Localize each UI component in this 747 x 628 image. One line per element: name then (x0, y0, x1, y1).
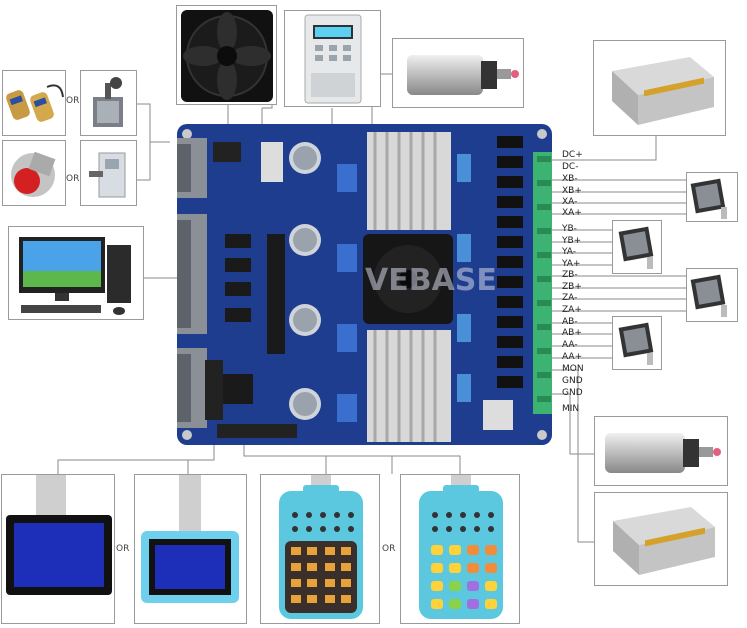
lcd-dark-box (1, 474, 115, 624)
pin-label: GND (562, 376, 583, 386)
spindle-bottom-box (594, 416, 728, 486)
stepper-motor-icon (690, 274, 727, 317)
inverter-box (284, 10, 381, 107)
stepper-motor-icon (618, 226, 654, 269)
limit-switch-box (80, 70, 137, 136)
lcd-display-icon (6, 475, 112, 595)
power-supply-icon (612, 57, 714, 125)
pin-label: XB+ (562, 186, 582, 196)
pendant-yellow-box (400, 474, 520, 624)
fan-icon (181, 10, 273, 102)
proximity-sensor-icon (6, 84, 64, 122)
stepper-motor-icon (690, 178, 727, 219)
sensor-switch-box (80, 140, 137, 206)
pin-label: DC- (562, 162, 579, 172)
pin-label: AA- (562, 340, 578, 350)
pin-label: ZA- (562, 293, 578, 303)
proximity-sensor-box (2, 70, 66, 136)
pin-label: ZB- (562, 270, 578, 280)
switch-module-icon (89, 152, 126, 198)
pin-label: YB+ (562, 236, 582, 246)
lcd-display-icon (141, 475, 239, 603)
emergency-stop-box (2, 140, 66, 206)
stepper-motor-icon (618, 322, 654, 365)
or-label: OR (382, 544, 396, 554)
stepper-motor-z-box (686, 268, 738, 322)
spindle-motor-icon (407, 55, 519, 95)
lcd-blue-box (134, 474, 247, 624)
vfd-inverter-icon (304, 14, 362, 104)
power-supply-icon (613, 507, 715, 575)
or-label: OR (66, 96, 80, 106)
power-supply-top-box (593, 40, 726, 136)
pin-label: XA+ (562, 208, 582, 218)
handheld-pendant-icon (279, 475, 363, 619)
pin-label: MON (562, 364, 584, 374)
handheld-pendant-icon (419, 475, 503, 619)
pin-label: XB- (562, 174, 578, 184)
pin-label: XA- (562, 197, 578, 207)
stepper-motor-a-box (612, 316, 662, 370)
pendant-orange-box (260, 474, 380, 624)
emergency-stop-icon (11, 151, 56, 197)
desktop-computer-icon (19, 237, 131, 315)
power-supply-bottom-box (594, 492, 728, 586)
pin-label: ZB+ (562, 282, 582, 292)
tb6560-board-image: VEBASE (177, 124, 552, 445)
computer-box (8, 226, 144, 320)
pin-label: MIN (562, 404, 580, 414)
board-watermark: VEBASE (365, 263, 497, 298)
cooling-fan-box (176, 5, 277, 105)
controller-board: VEBASE (177, 124, 552, 445)
spindle-top-box (392, 38, 524, 108)
spindle-motor-icon (605, 433, 721, 473)
pin-label: YA+ (562, 259, 581, 269)
or-label: OR (66, 174, 80, 184)
pin-label: AB- (562, 317, 578, 327)
pin-label: AB+ (562, 328, 582, 338)
pin-label: GND (562, 388, 583, 398)
or-label: OR (116, 544, 130, 554)
limit-switch-icon (93, 77, 123, 127)
pin-label: AA+ (562, 352, 583, 362)
pin-label: YA- (562, 247, 577, 257)
stepper-motor-y-box (612, 220, 662, 274)
pin-label: DC+ (562, 150, 583, 160)
pin-label: ZA+ (562, 305, 582, 315)
stepper-motor-x-box (686, 172, 738, 222)
pin-label: YB- (562, 224, 577, 234)
